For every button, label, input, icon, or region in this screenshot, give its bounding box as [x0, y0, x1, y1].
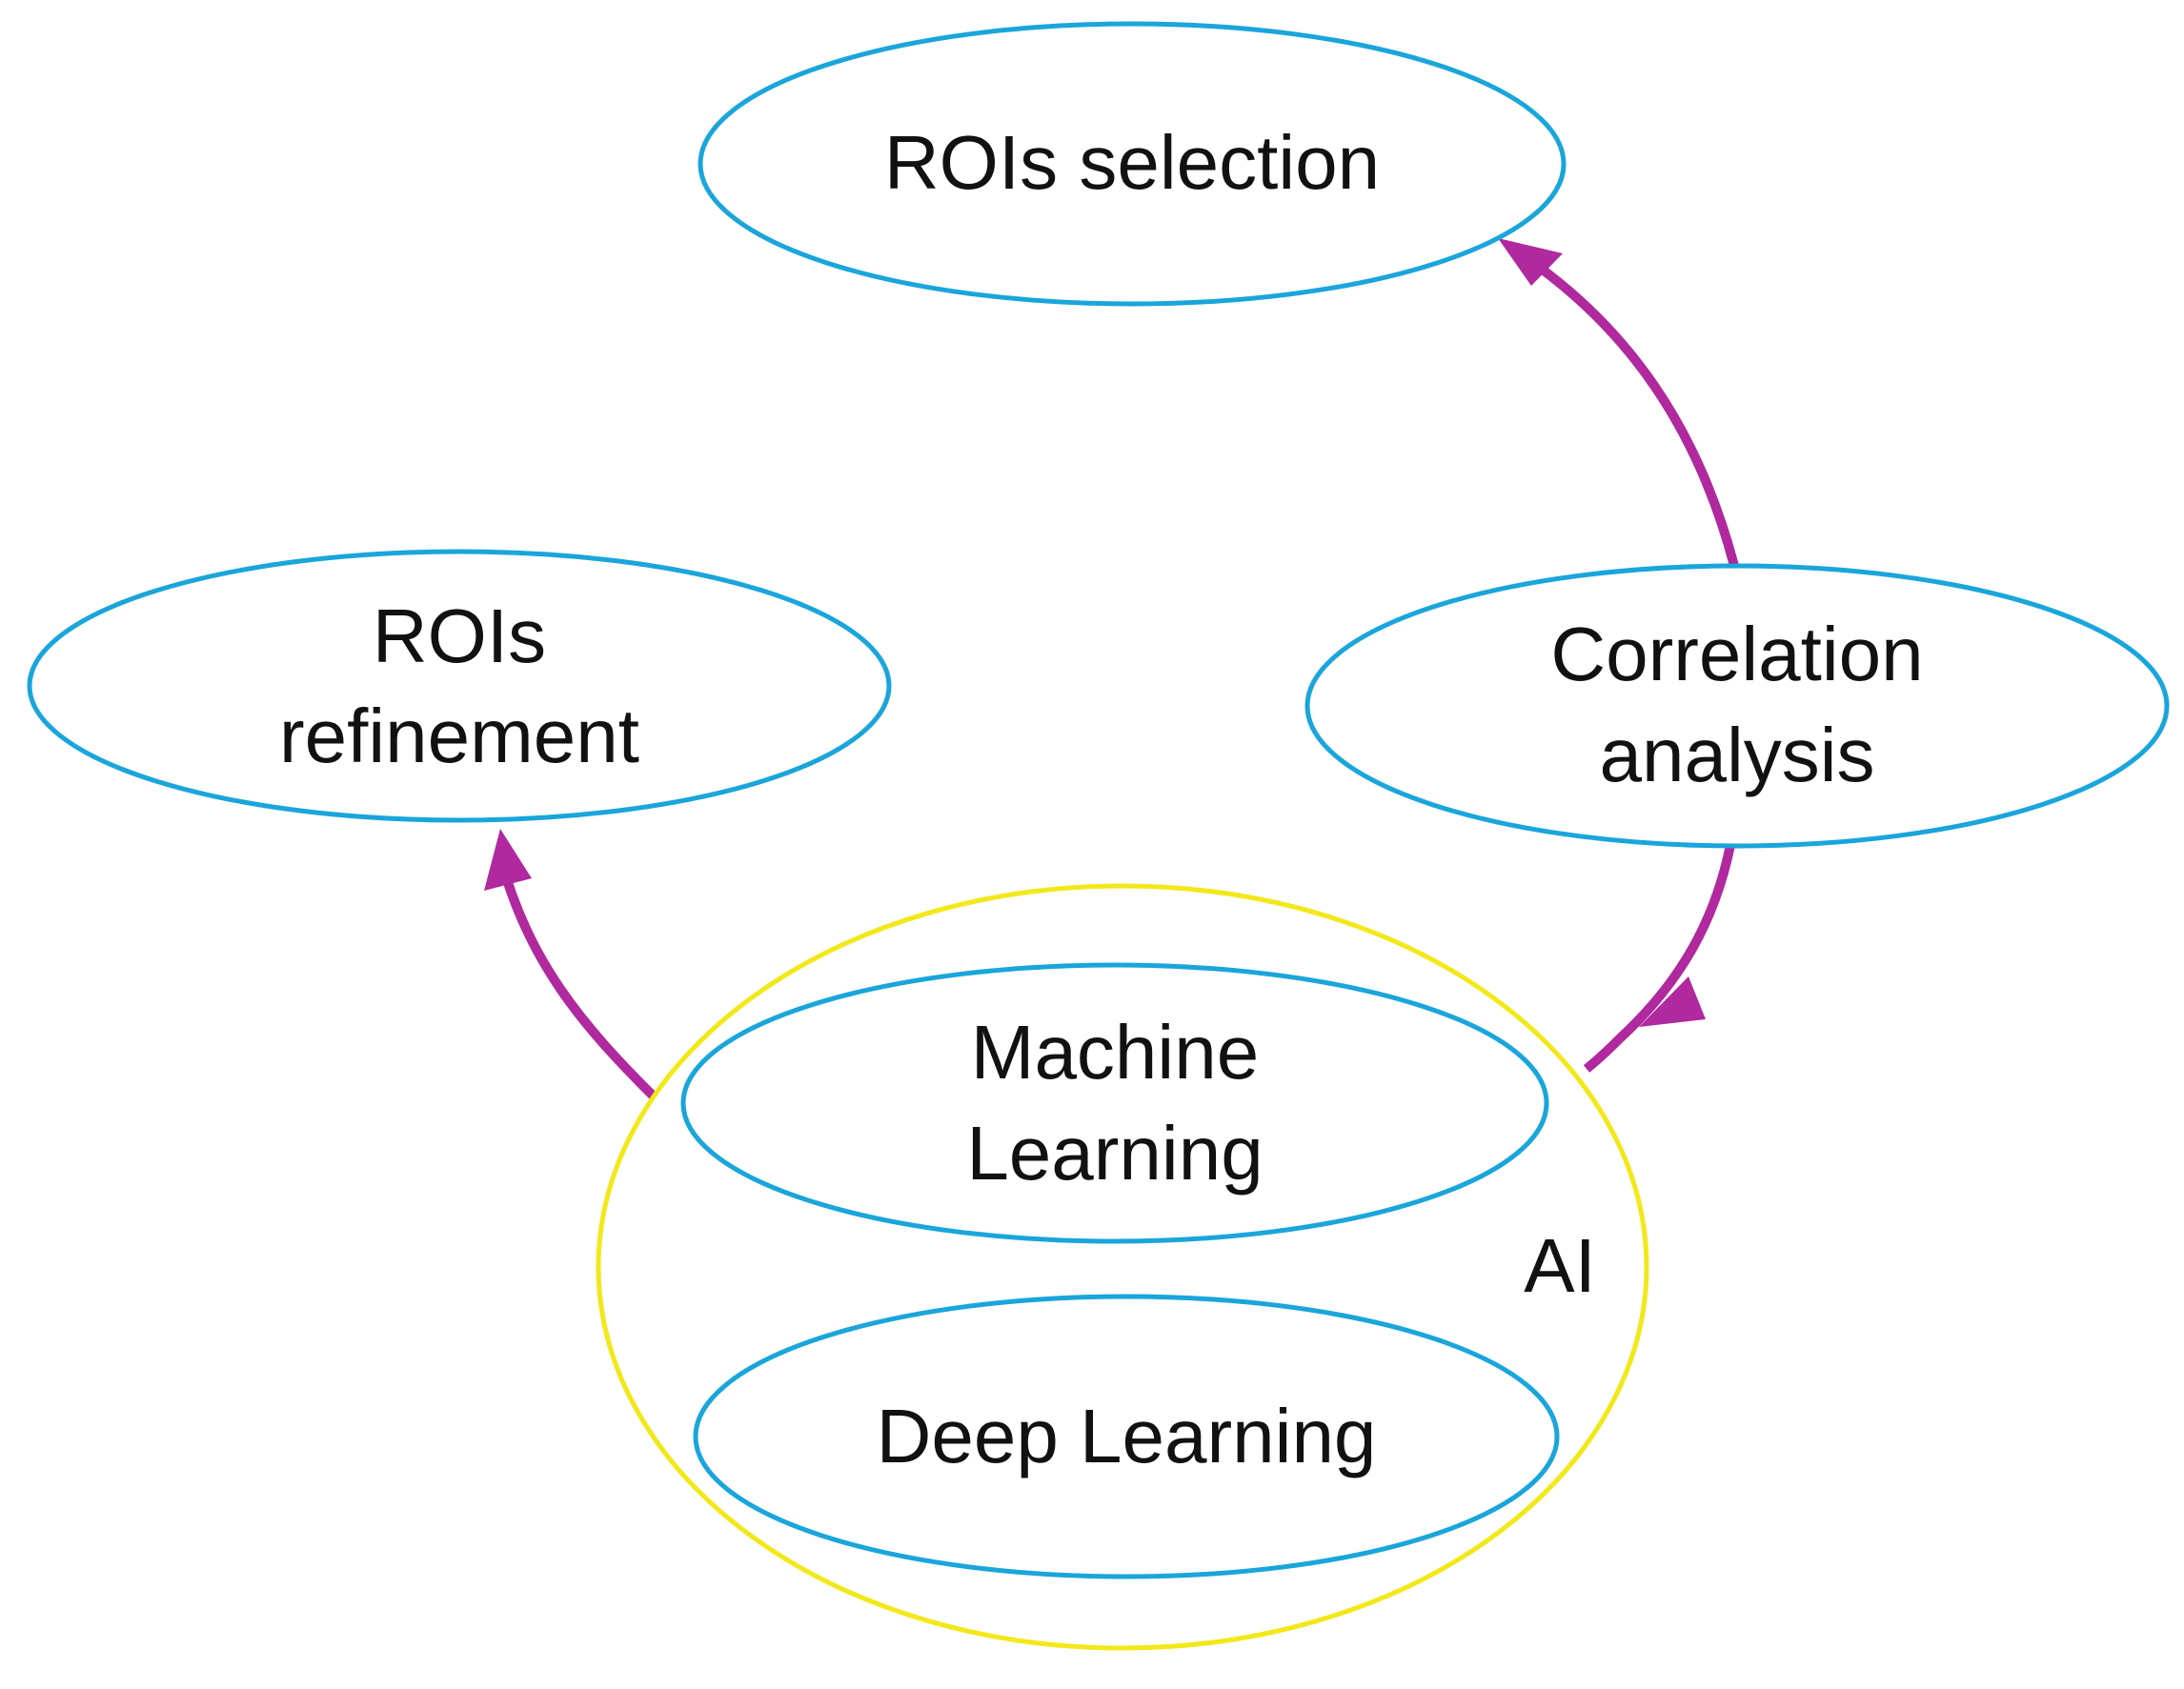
node-rois-selection-outline [698, 21, 1567, 307]
node-correlation-analysis-label-line2: analysis [1599, 713, 1874, 797]
arrowhead-rois-refinement [484, 829, 532, 891]
ai-group: AI [596, 883, 1649, 1651]
arrow-correlation-to-rois-selection [1520, 251, 1739, 568]
node-correlation-analysis-label-line1: Correlation [1550, 612, 1923, 696]
node-deep-learning: Deep Learning [693, 1294, 1560, 1579]
node-rois-refinement-label-line2: refinement [279, 694, 639, 778]
node-deep-learning-outline [693, 1294, 1560, 1579]
arrow-correlation-to-ai [1583, 843, 1735, 1073]
node-correlation-analysis-outline [1304, 563, 2170, 849]
ai-group-label: AI [1524, 1223, 1596, 1308]
node-rois-refinement: ROIs refinement [27, 549, 892, 823]
node-rois-selection: ROIs selection [698, 21, 1567, 307]
arrowhead-rois-selection [1498, 238, 1563, 286]
ai-group-outline [596, 883, 1649, 1651]
node-deep-learning-label: Deep Learning [877, 1394, 1377, 1478]
node-rois-selection-label: ROIs selection [884, 120, 1380, 205]
node-rois-refinement-outline [27, 549, 892, 823]
node-machine-learning: Machine Learning [680, 962, 1549, 1244]
node-machine-learning-label-line2: Learning [966, 1111, 1263, 1196]
arrow-ai-to-rois-refinement [495, 855, 657, 1099]
node-machine-learning-label-line1: Machine [971, 1010, 1259, 1095]
node-machine-learning-outline [680, 962, 1549, 1244]
node-rois-refinement-label-line1: ROIs [373, 593, 546, 678]
arrowhead-ai-group [1639, 976, 1706, 1027]
edges [484, 238, 1739, 1099]
node-correlation-analysis: Correlation analysis [1304, 563, 2170, 849]
